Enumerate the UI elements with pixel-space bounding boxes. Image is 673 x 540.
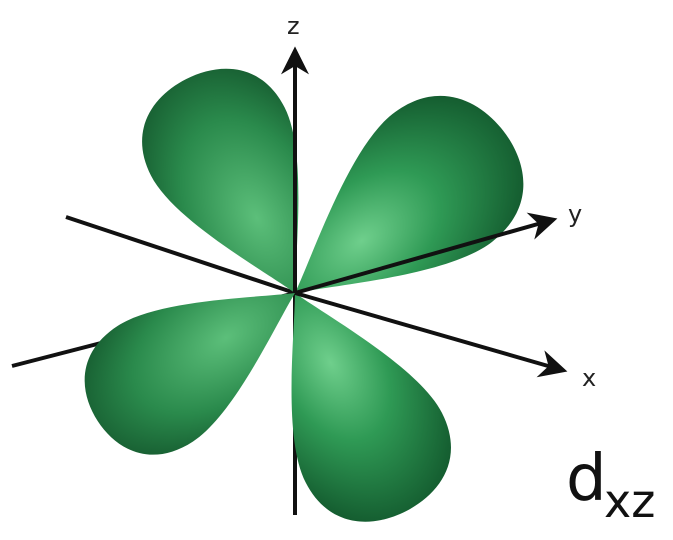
x-axis-label: x [582, 364, 596, 392]
orbital-label-main: d [566, 442, 607, 516]
orbital-label-subscript: xz [604, 474, 655, 528]
z-axis-label: z [287, 12, 300, 40]
y-axis-label: y [568, 200, 582, 228]
